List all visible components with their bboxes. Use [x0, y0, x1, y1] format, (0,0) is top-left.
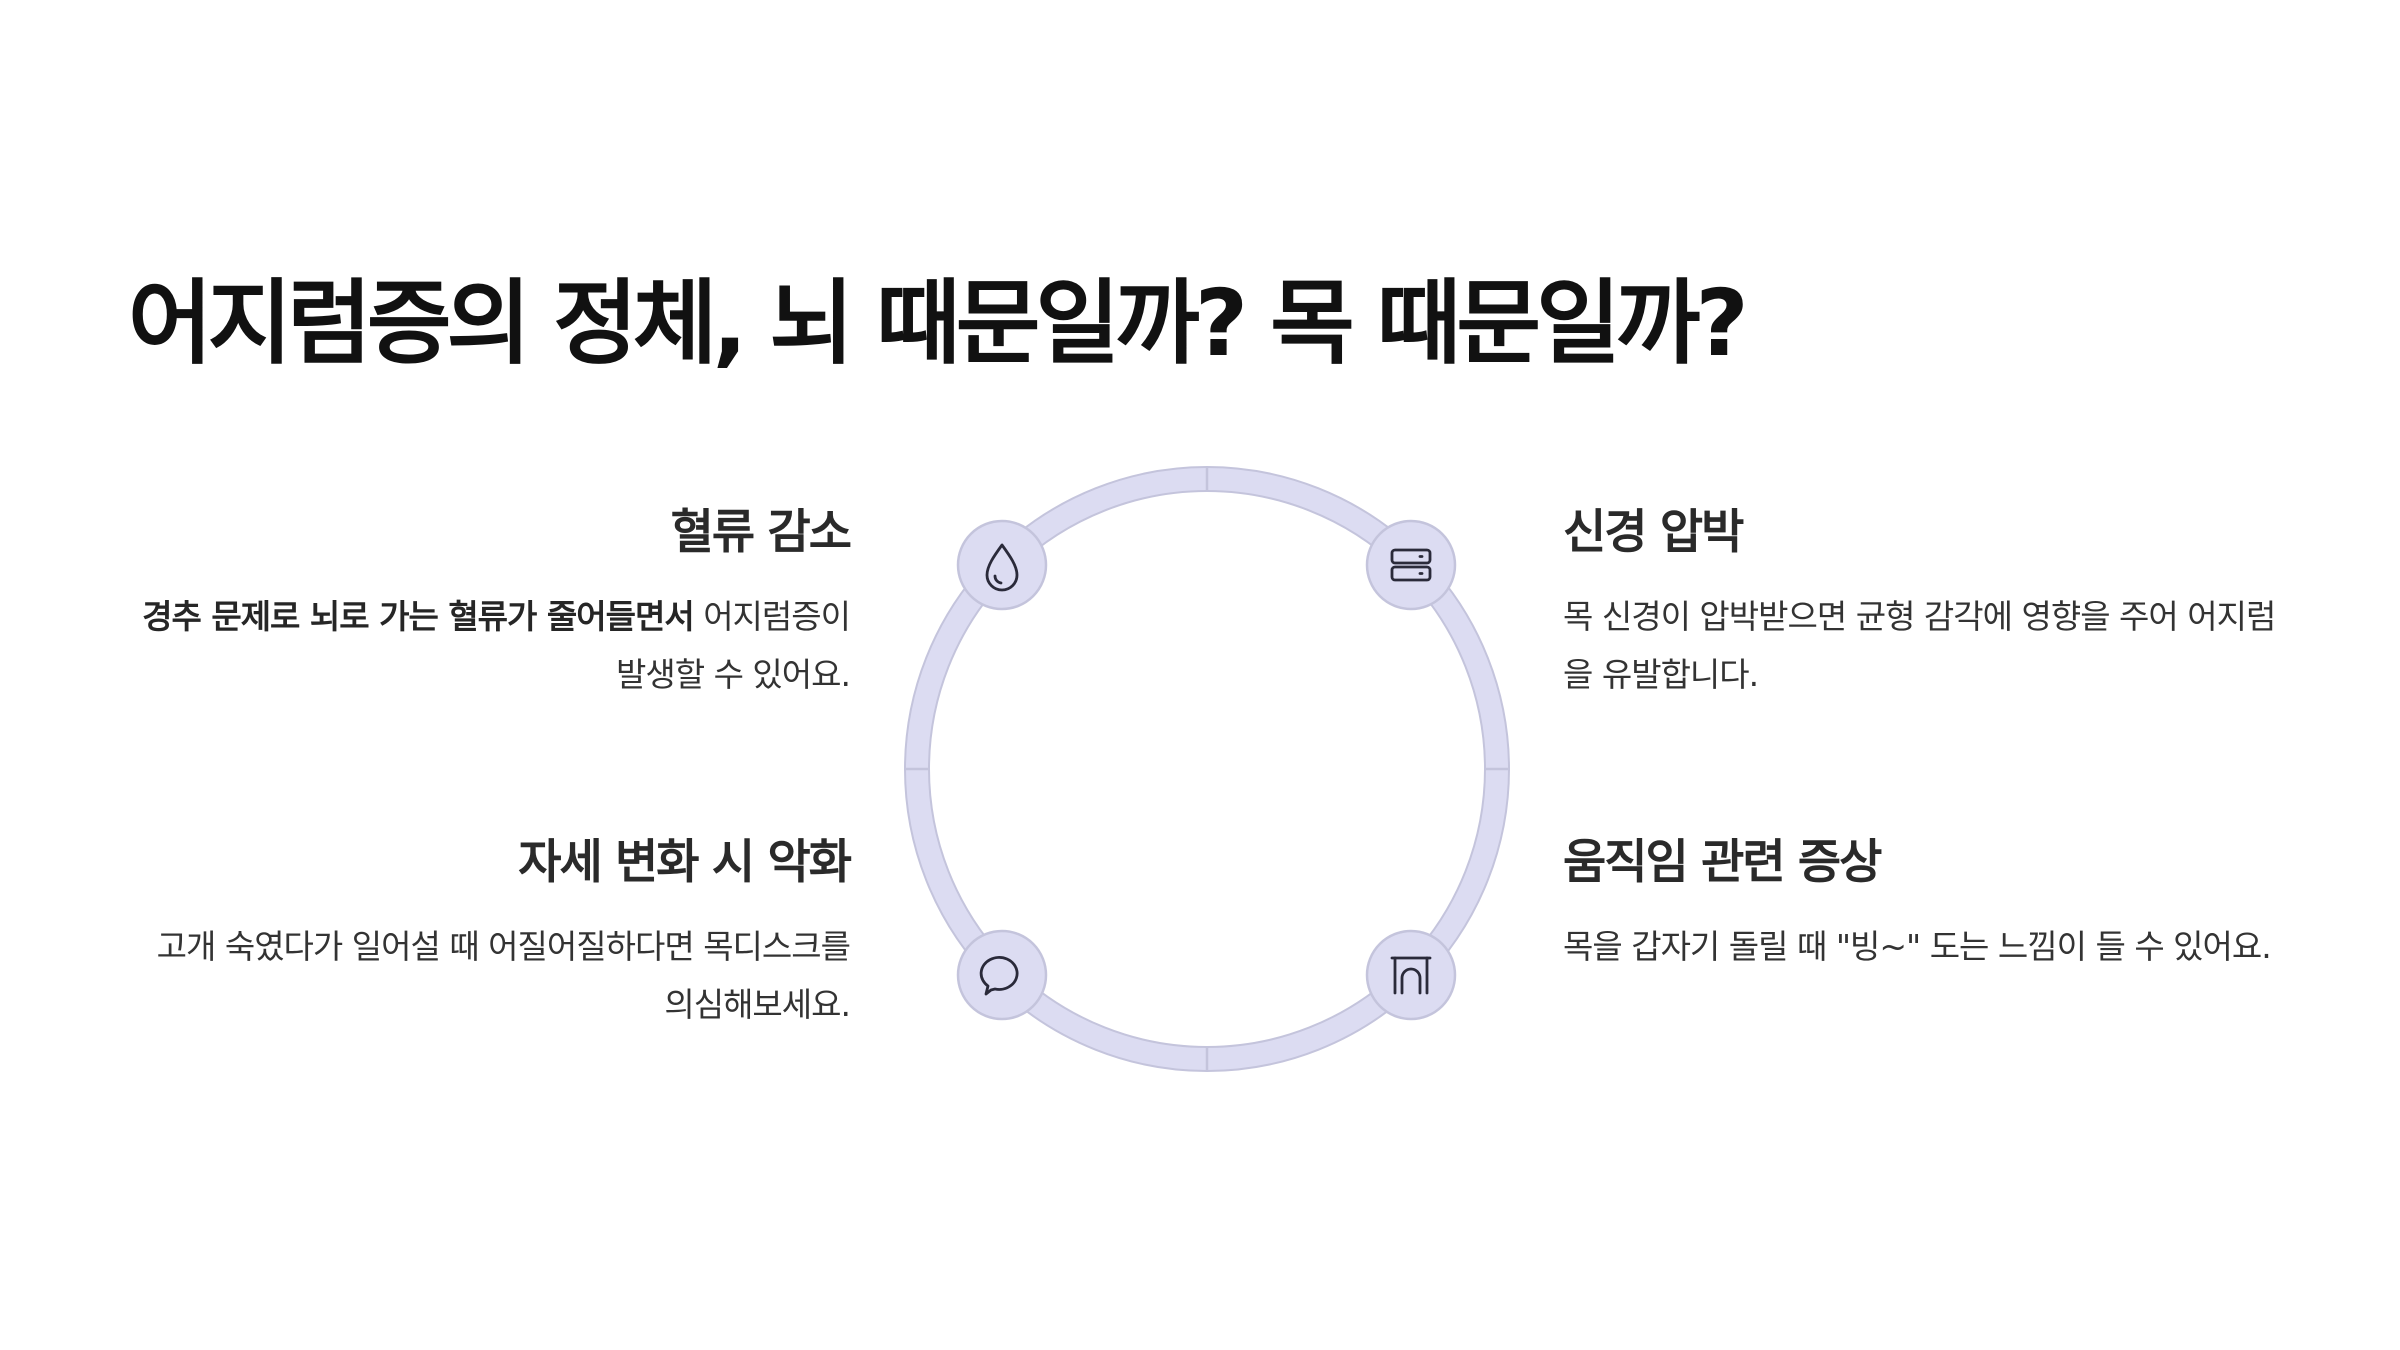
item-heading: 자세 변화 시 악화 [518, 835, 852, 890]
item-body: 목 신경이 압박받으면 균형 감각에 영향을 주어 어지럼을 유발합니다. [1563, 588, 2283, 704]
item-blood-flow: 혈류 감소 경추 문제로 뇌로 가는 혈류가 줄어들면서 어지럼증이 발생할 수… [130, 505, 852, 704]
item-body: 경추 문제로 뇌로 가는 혈류가 줄어들면서 어지럼증이 발생할 수 있어요. [130, 588, 851, 704]
item-heading: 혈류 감소 [670, 505, 852, 560]
item-body-text: 고개 숙였다가 일어설 때 어질어질하다면 목디스크를 의심해보세요. [156, 927, 851, 1025]
page-title: 어지럼증의 정체, 뇌 때문일까? 목 때문일까? [128, 270, 1749, 377]
item-body-text: 목 신경이 압박받으면 균형 감각에 영향을 주어 어지럼을 유발합니다. [1563, 597, 2276, 695]
droplet-icon [985, 543, 1019, 592]
item-body-text: 목을 갑자기 돌릴 때 "빙~" 도는 느낌이 들 수 있어요. [1563, 927, 2272, 967]
archway-icon [1390, 956, 1432, 995]
node-bottom-left [956, 929, 1048, 1021]
item-posture-change: 자세 변화 시 악화 고개 숙였다가 일어설 때 어질어질하다면 목디스크를 의… [130, 835, 852, 1034]
item-heading: 움직임 관련 증상 [1563, 835, 1882, 890]
item-heading: 신경 압박 [1563, 505, 1744, 560]
item-body-text: 어지럼증이 발생할 수 있어요. [616, 597, 851, 695]
item-nerve-compression: 신경 압박 목 신경이 압박받으면 균형 감각에 영향을 주어 어지럼을 유발합… [1563, 505, 2283, 704]
node-bottom-right [1365, 929, 1457, 1021]
chat-bubble-icon [979, 956, 1019, 996]
item-body-emphasis: 경추 문제로 뇌로 가는 혈류가 줄어들면서 [142, 597, 695, 637]
node-top-right [1365, 519, 1457, 611]
server-icon [1390, 548, 1432, 582]
item-movement-symptoms: 움직임 관련 증상 목을 갑자기 돌릴 때 "빙~" 도는 느낌이 들 수 있어… [1563, 835, 2283, 976]
item-body: 목을 갑자기 돌릴 때 "빙~" 도는 느낌이 들 수 있어요. [1563, 918, 2283, 976]
item-body: 고개 숙였다가 일어설 때 어질어질하다면 목디스크를 의심해보세요. [130, 918, 851, 1034]
node-top-left [956, 519, 1048, 611]
